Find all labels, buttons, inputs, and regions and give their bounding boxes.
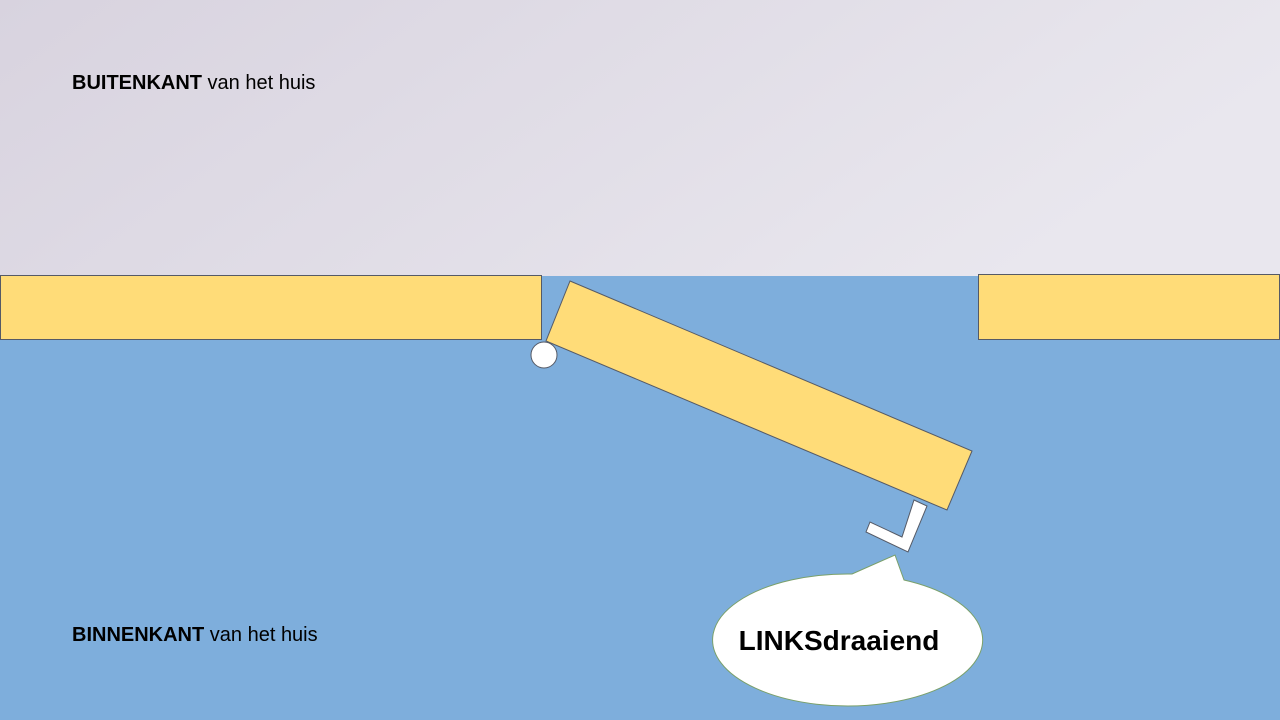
inside-label: BINNENKANT van het huis: [72, 624, 318, 646]
door-leaf: [545, 280, 973, 511]
outside-label-bold: BUITENKANT: [72, 72, 202, 94]
wall-right: [978, 274, 1280, 340]
inside-label-bold: BINNENKANT: [72, 624, 204, 646]
outside-label: BUITENKANT van het huis: [72, 72, 315, 94]
hinge-icon: [530, 341, 558, 369]
wall-left: [0, 275, 542, 340]
door-handle-icon: [865, 499, 928, 553]
callout-bubble: [712, 554, 984, 707]
outside-label-rest: van het huis: [202, 72, 315, 94]
callout-text: LINKSdraaiend: [739, 625, 940, 656]
outside-area: [0, 0, 1280, 276]
inside-label-rest: van het huis: [204, 624, 317, 646]
